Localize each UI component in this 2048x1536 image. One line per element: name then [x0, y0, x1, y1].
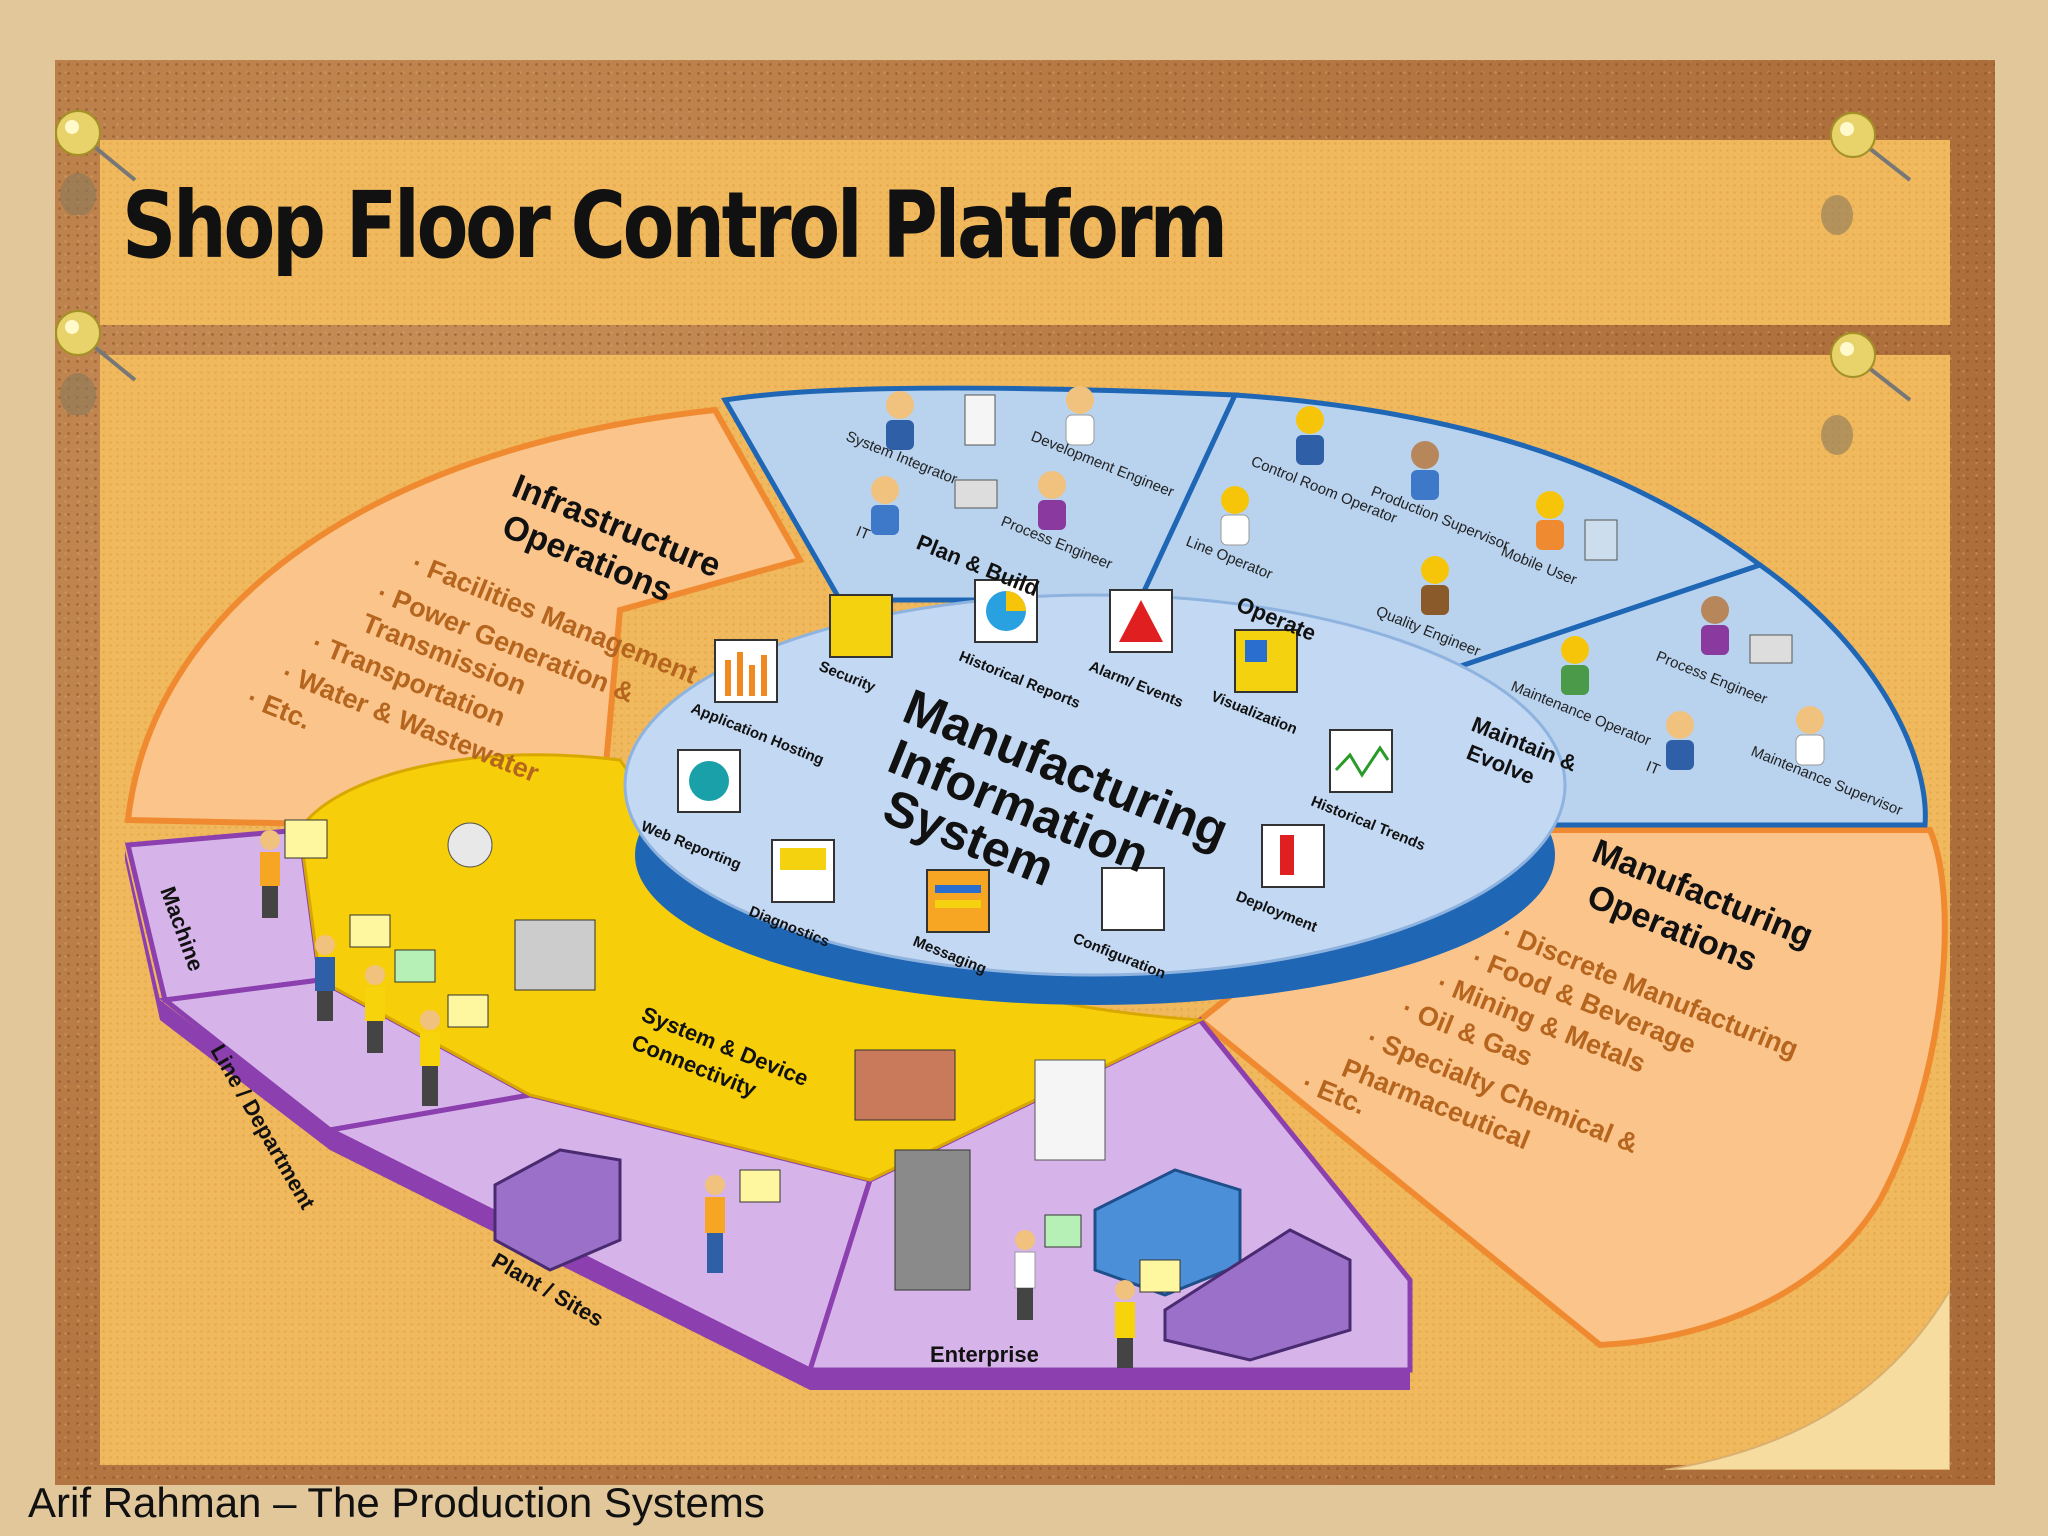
infrastructure-panel	[124, 406, 805, 834]
module-tiles	[677, 579, 1393, 933]
application-hosting-icon	[714, 639, 778, 703]
worker-icon	[1115, 1280, 1135, 1368]
pushpin-icon	[55, 310, 137, 415]
server-icon	[1034, 1059, 1106, 1161]
person-icon	[1038, 471, 1066, 530]
historical-trends-icon	[1329, 729, 1393, 793]
server-rack-icon	[894, 1149, 971, 1291]
server-icon	[964, 394, 996, 446]
footer-credit: Arif Rahman – The Production Systems	[28, 1479, 765, 1526]
controller-icon	[514, 919, 596, 991]
mis-disk	[623, 593, 1567, 977]
person-icon	[871, 476, 899, 535]
security-icon	[829, 594, 893, 658]
worker-icon	[420, 1010, 440, 1106]
role-people	[871, 386, 1825, 770]
plc-rack-icon	[854, 1049, 956, 1121]
worker-icon	[315, 935, 335, 1021]
role-label: IT	[854, 523, 873, 544]
person-icon	[1411, 441, 1439, 500]
valve-icon	[447, 822, 493, 868]
person-icon	[1795, 706, 1825, 766]
pushpin-icon	[55, 110, 137, 215]
hmi-screen-icon	[739, 1169, 781, 1203]
hmi-screen-icon	[394, 949, 436, 983]
pushpin-icon	[1821, 332, 1912, 455]
role-label: IT	[1644, 758, 1663, 779]
person-icon	[1421, 556, 1449, 615]
page-curl	[1665, 1290, 1950, 1470]
level-equipment	[260, 819, 1352, 1368]
laptop-icon	[954, 479, 998, 509]
page-title: Shop Floor Control Platform	[122, 172, 1228, 279]
configuration-icon	[1101, 867, 1165, 931]
hmi-screen-icon	[284, 819, 328, 859]
factory-icon	[1163, 1228, 1352, 1362]
worker-icon	[705, 1175, 725, 1273]
tablet-icon	[1584, 519, 1618, 561]
person-icon	[1666, 711, 1694, 770]
hmi-screen-icon	[1044, 1214, 1082, 1248]
person-icon	[1296, 406, 1324, 465]
hmi-screen-icon	[349, 914, 391, 948]
title-note	[100, 140, 1950, 325]
worker-icon	[1014, 1230, 1036, 1320]
person-icon	[886, 391, 914, 450]
pushpin-icon	[1821, 112, 1912, 235]
factory-icon	[493, 1148, 622, 1272]
worker-icon	[260, 830, 280, 918]
worker-icon	[365, 965, 385, 1053]
level-label-enterprise: Enterprise	[930, 1342, 1039, 1367]
hmi-screen-icon	[1139, 1259, 1181, 1293]
person-icon	[1561, 636, 1589, 695]
person-icon	[1065, 386, 1095, 446]
hmi-screen-icon	[447, 994, 489, 1028]
person-icon	[1220, 486, 1250, 546]
person-icon	[1701, 596, 1729, 655]
laptop-icon	[1749, 634, 1793, 664]
person-icon	[1536, 491, 1564, 550]
